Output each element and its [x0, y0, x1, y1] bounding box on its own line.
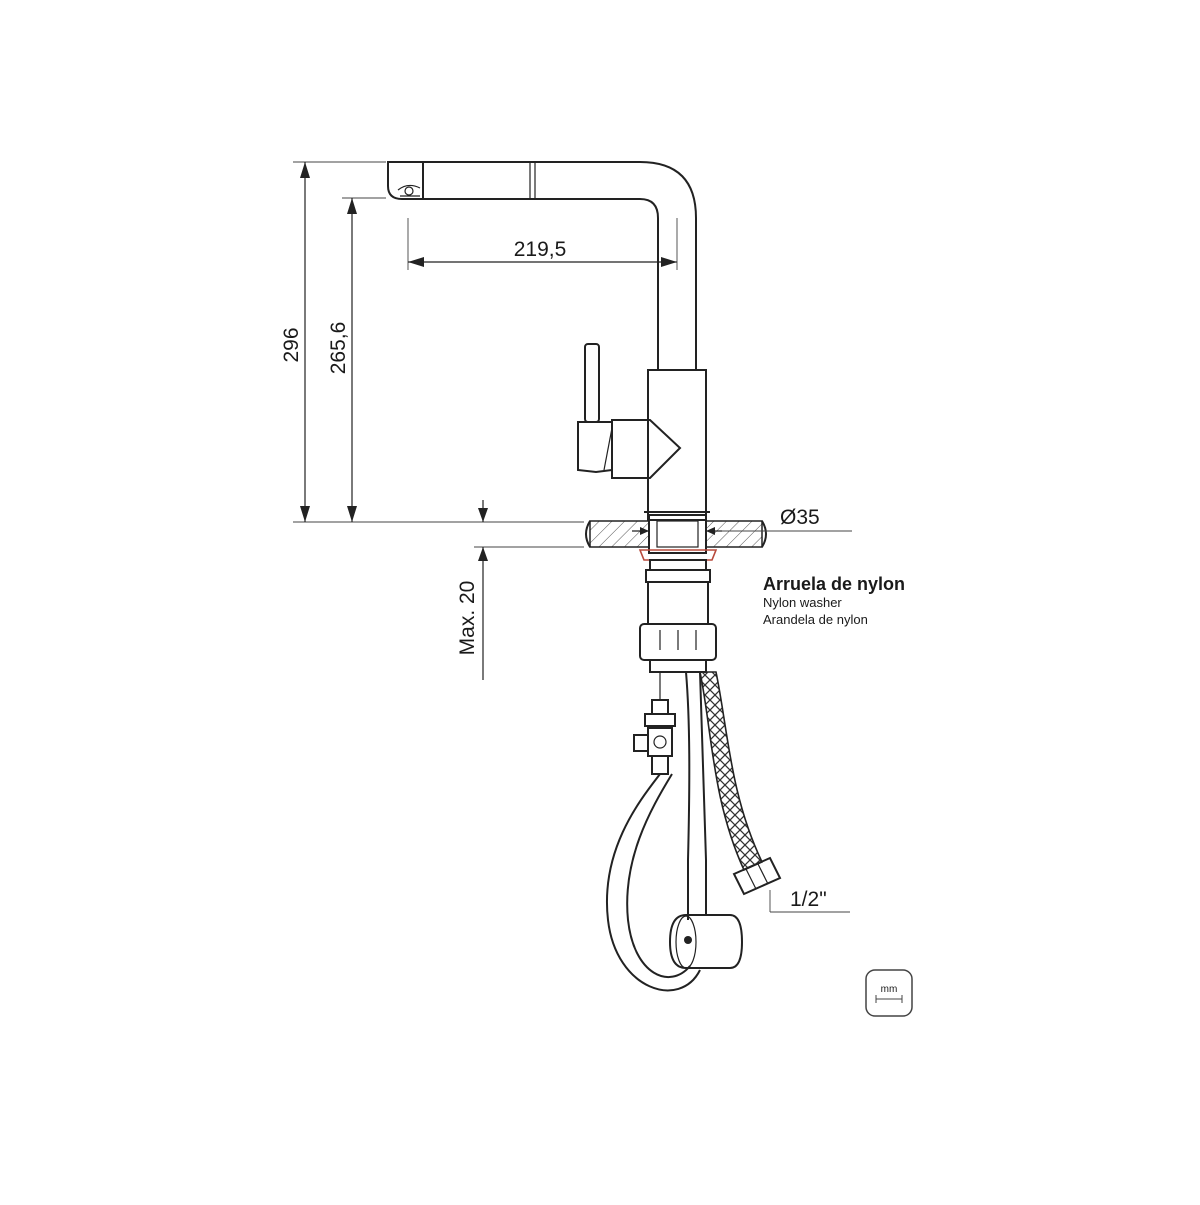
hole-diameter-label: Ø35 [780, 506, 820, 529]
spout-arm [423, 161, 697, 370]
faucet-body [387, 161, 710, 521]
max-thickness-label: Max. 20 [456, 581, 479, 656]
unit-badge: mm [865, 969, 913, 1017]
unit-badge-text: mm [881, 984, 898, 995]
nylon-washer [638, 549, 718, 561]
hose-connection-label: 1/2" [790, 888, 827, 911]
lever-handle [584, 343, 600, 423]
spout-reach-label: 219,5 [514, 238, 567, 261]
washer-label-pt: Arruela de nylon [763, 574, 905, 594]
spout-height-label: 265,6 [327, 322, 350, 375]
faucet-column [647, 369, 707, 521]
washer-label-en: Nylon washer [763, 595, 842, 610]
hose-nut [732, 856, 782, 896]
spray-head [668, 914, 744, 969]
dimension-lines [293, 161, 852, 913]
under-counter-assembly [605, 559, 782, 992]
overall-height-label: 296 [280, 327, 303, 362]
braided-hose [699, 671, 764, 872]
ruler-icon [875, 995, 903, 1003]
spout-head [387, 161, 424, 200]
pullout-hose [605, 773, 701, 992]
washer-label-es: Arandela de nylon [763, 612, 868, 627]
countertop-section [585, 514, 767, 561]
